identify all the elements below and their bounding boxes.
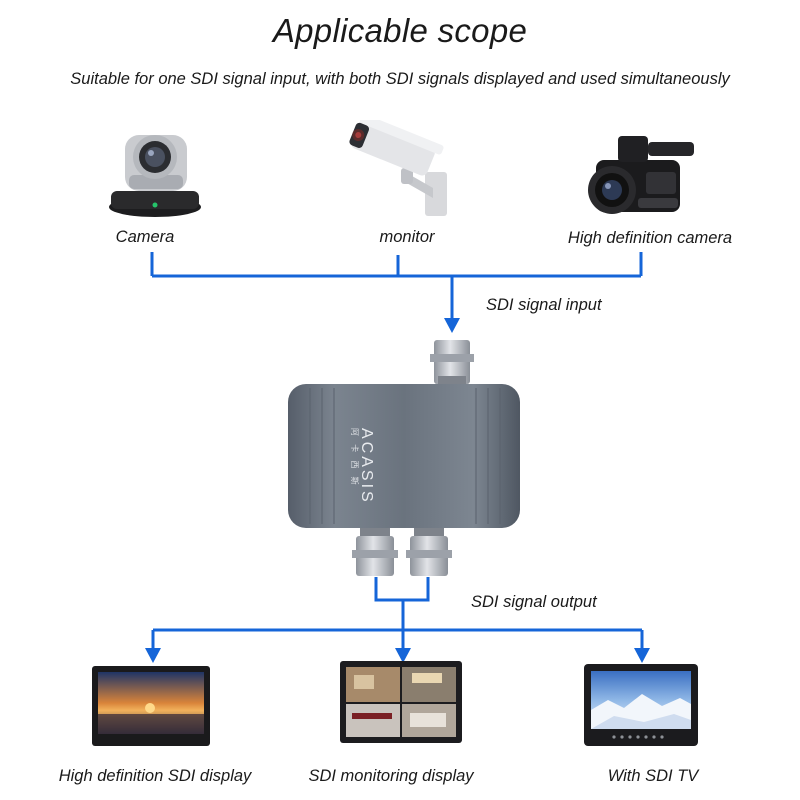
output-arrowhead-2 bbox=[395, 648, 411, 663]
bnc-input-connector bbox=[430, 340, 474, 388]
tv-icon bbox=[584, 664, 698, 746]
input-arrowhead bbox=[444, 318, 460, 333]
sdi-output-label: SDI signal output bbox=[471, 593, 597, 611]
sdi-splitter-device bbox=[288, 340, 520, 576]
bnc-output-connector-1 bbox=[352, 528, 398, 576]
ptz-camera-icon bbox=[109, 135, 201, 217]
page-subtitle: Suitable for one SDI signal input, with … bbox=[70, 70, 730, 88]
output-arrowhead-3 bbox=[634, 648, 650, 663]
camcorder-icon bbox=[588, 136, 694, 214]
output-bracket bbox=[374, 577, 430, 602]
output-arrowhead-1 bbox=[145, 648, 161, 663]
input-label-camera: Camera bbox=[115, 228, 175, 246]
output-label-hd-sdi-display: High definition SDI display bbox=[58, 767, 252, 785]
output-label-sdi-tv: With SDI TV bbox=[607, 767, 699, 785]
display-sunset-icon bbox=[92, 666, 210, 746]
display-monitoring-icon bbox=[340, 661, 462, 743]
sdi-input-label: SDI signal input bbox=[486, 296, 602, 314]
security-camera-icon bbox=[349, 120, 447, 216]
page-title: Applicable scope bbox=[272, 12, 528, 49]
output-label-sdi-monitoring-display: SDI monitoring display bbox=[308, 767, 474, 785]
bnc-output-connector-2 bbox=[406, 528, 452, 576]
input-label-monitor: monitor bbox=[379, 228, 435, 246]
device-brand-sub: 阿 卡 西 斯 bbox=[350, 428, 359, 488]
input-label-hd-camera: High definition camera bbox=[567, 229, 733, 247]
